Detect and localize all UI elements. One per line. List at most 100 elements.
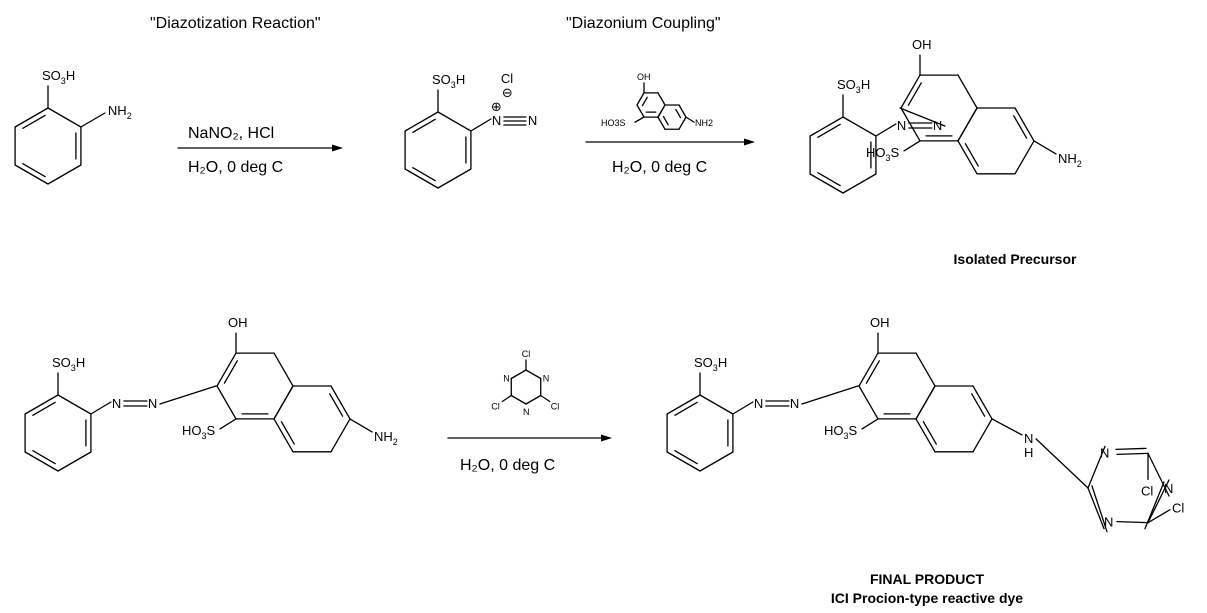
ring-double-bond <box>22 163 46 178</box>
naph-bond <box>900 107 921 142</box>
ring-bond <box>437 168 472 189</box>
nh2-label: NH2 <box>1058 151 1082 169</box>
so3h-bond <box>219 418 237 430</box>
precursor-caption: Isolated Precursor <box>954 251 1077 267</box>
ring-double-bond <box>32 450 56 465</box>
naph-bond <box>636 104 645 118</box>
azo-bond <box>159 385 217 405</box>
ring-double-bond <box>22 114 46 129</box>
azo-n1: N <box>897 118 906 133</box>
triazine-bond <box>1116 452 1149 456</box>
final-caption-2: ICI Procion-type reactive dye <box>831 590 1023 606</box>
azo-n1: N <box>112 396 121 411</box>
azo-bond <box>90 401 112 415</box>
azo-n2: N <box>933 118 942 133</box>
ring-bond <box>842 173 877 194</box>
ring-bond <box>47 107 82 128</box>
naph-double-bond <box>675 108 682 119</box>
small-n-bottom: N <box>523 407 530 417</box>
cl-label-1: Cl <box>1172 501 1184 516</box>
naph-bond <box>657 104 666 118</box>
so3h-label: SO3H <box>837 77 870 95</box>
naph-double-bond <box>964 143 979 167</box>
ring-bond <box>57 451 92 472</box>
naph-bond <box>330 418 351 453</box>
naph-bond <box>273 352 294 387</box>
naph-bond <box>858 385 879 420</box>
amine-n: N <box>1024 431 1033 446</box>
coupling-title: "Diazonium Coupling" <box>566 15 721 32</box>
naph-bond <box>858 352 879 387</box>
small-cl-left: Cl <box>491 402 500 412</box>
minus-charge: ⊖ <box>502 85 513 100</box>
ring-bond <box>666 394 701 415</box>
naph-double-bond <box>641 96 648 107</box>
conditions-label-1: H₂O, 0 deg C <box>188 159 283 176</box>
azo-n2: N <box>148 396 157 411</box>
so3h-label: SO3H <box>52 355 85 373</box>
triazine-bond <box>1147 452 1170 497</box>
small-ho3s-label: HO3S <box>601 118 626 128</box>
ho3s-label: HO3S <box>866 145 900 163</box>
triazine-bond <box>1087 487 1105 530</box>
ring-bond <box>57 394 92 415</box>
plus-charge: ⊕ <box>491 99 502 114</box>
cl-bond <box>540 394 551 403</box>
azo-bond <box>801 385 859 405</box>
conditions-label-3: H₂O, 0 deg C <box>460 457 555 474</box>
diazonium-n2: N <box>528 113 537 128</box>
so3h-bond <box>903 140 921 152</box>
naph-bond <box>678 116 687 130</box>
triazine-n3: N <box>1100 445 1109 460</box>
so3h-label: SO3H <box>42 68 75 86</box>
triazine-double-bond <box>1091 485 1108 533</box>
azo-n1: N <box>754 396 763 411</box>
so3h-label: SO3H <box>694 355 727 373</box>
naph-bond <box>972 385 993 420</box>
small-cl-right: Cl <box>551 402 560 412</box>
arrow-1-head <box>332 144 343 152</box>
ring-bond <box>404 111 439 132</box>
azo-n2: N <box>790 396 799 411</box>
nh2-bond <box>1033 140 1057 155</box>
naph-bond <box>1014 107 1035 142</box>
ring-bond <box>404 168 439 189</box>
ring-double-bond <box>674 450 698 465</box>
triazine-bond <box>510 394 527 405</box>
naph-bond <box>330 385 351 420</box>
naph-double-bond <box>1013 115 1028 139</box>
naph-bond <box>915 418 936 453</box>
naph-double-bond <box>329 393 344 417</box>
nh2-label: NH2 <box>374 429 398 447</box>
so3h-label: SO3H <box>432 72 465 90</box>
ring-bond <box>24 394 59 415</box>
ring-bond <box>666 451 701 472</box>
oh-label: OH <box>912 37 932 52</box>
naph-bond <box>216 352 237 387</box>
nh2-label: NH2 <box>108 103 132 121</box>
nh2-bond <box>685 116 695 123</box>
naph-bond <box>915 385 936 420</box>
ring-bond <box>437 111 472 132</box>
ring-double-bond <box>412 118 436 133</box>
molecule-aminobenzenesulfonic-acid: SO3H NH2 <box>14 68 132 185</box>
triazine-double-bond <box>1115 447 1147 451</box>
ring-bond <box>47 164 82 185</box>
ring-bond <box>842 116 877 137</box>
naph-double-bond <box>922 421 937 445</box>
small-n-left: N <box>503 374 510 384</box>
cl-label-2: Cl <box>1141 483 1153 498</box>
ring-double-bond <box>817 172 841 187</box>
diazonium-n1: N <box>492 113 501 128</box>
naph-bond <box>216 385 237 420</box>
naph-bond <box>957 107 978 142</box>
triazine-double-bond <box>1144 481 1165 530</box>
oh-label: OH <box>870 315 890 330</box>
